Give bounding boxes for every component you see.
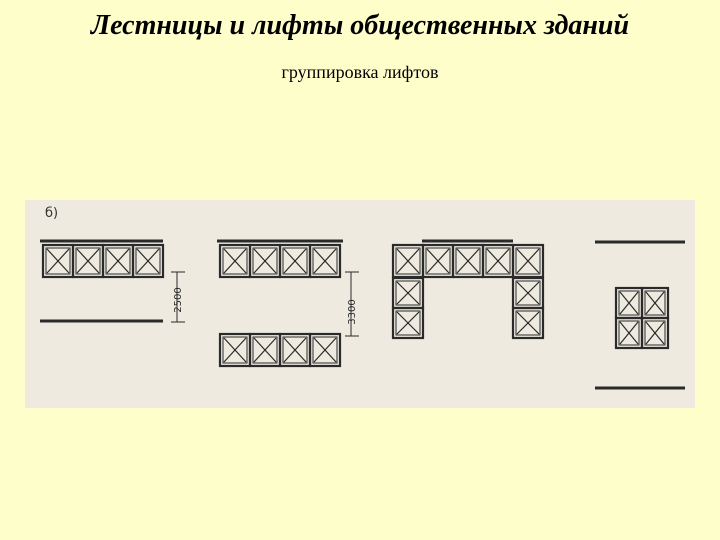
elevator-grouping-figure: б) 2500 3300 bbox=[25, 200, 695, 408]
shaft-cross bbox=[313, 248, 337, 274]
shaft-cross bbox=[516, 281, 540, 305]
elevator-cab bbox=[252, 336, 278, 364]
shaft-cross bbox=[516, 248, 540, 274]
elevator-cab bbox=[644, 290, 666, 316]
shaft-cross bbox=[313, 337, 337, 363]
elevator-cab bbox=[515, 280, 541, 306]
shaft-cross bbox=[223, 248, 247, 274]
shaft-cross bbox=[645, 291, 665, 315]
elevator-cab bbox=[395, 247, 421, 275]
slide-title: Лестницы и лифты общественных зданий bbox=[90, 10, 630, 41]
elevator-cab bbox=[282, 336, 308, 364]
elevator-cab bbox=[105, 247, 131, 275]
elevator-shaft bbox=[308, 332, 342, 368]
shaft-cross bbox=[426, 248, 450, 274]
elevator-shaft bbox=[308, 243, 342, 279]
shaft-cross bbox=[619, 321, 639, 345]
elevator-cab bbox=[425, 247, 451, 275]
shaft-cross bbox=[486, 248, 510, 274]
shaft-cross bbox=[76, 248, 100, 274]
elevator-shaft bbox=[511, 306, 545, 340]
elevator-cab bbox=[222, 247, 248, 275]
shaft-cross bbox=[396, 281, 420, 305]
shaft-cross bbox=[396, 248, 420, 274]
dimension-3300: 3300 bbox=[347, 299, 358, 324]
elevator-cab bbox=[252, 247, 278, 275]
shaft-cross bbox=[106, 248, 130, 274]
elevator-cab bbox=[222, 336, 248, 364]
shaft-cross bbox=[516, 311, 540, 335]
elevator-cab bbox=[135, 247, 161, 275]
elevator-cab bbox=[618, 320, 640, 346]
figure-label: б) bbox=[45, 206, 59, 221]
elevator-cab bbox=[312, 336, 338, 364]
elevator-cab bbox=[618, 290, 640, 316]
shaft-cross bbox=[136, 248, 160, 274]
shaft-cross bbox=[253, 337, 277, 363]
elevator-cab bbox=[75, 247, 101, 275]
shaft-cross bbox=[456, 248, 480, 274]
slide-subtitle: группировка лифтов bbox=[281, 62, 439, 82]
shaft-cross bbox=[619, 291, 639, 315]
elevator-cab bbox=[45, 247, 71, 275]
elevator-cab bbox=[455, 247, 481, 275]
shaft-cross bbox=[645, 321, 665, 345]
elevator-shaft bbox=[640, 316, 670, 350]
elevator-cab bbox=[312, 247, 338, 275]
elevator-cab bbox=[515, 310, 541, 336]
elevator-cab bbox=[515, 247, 541, 275]
shaft-cross bbox=[283, 337, 307, 363]
shaft-cross bbox=[223, 337, 247, 363]
elevator-shaft bbox=[391, 306, 425, 340]
elevator-cab bbox=[485, 247, 511, 275]
elevator-plan-drawing: 2500 3300 bbox=[40, 239, 685, 390]
elevator-shaft bbox=[131, 243, 165, 279]
shaft-cross bbox=[46, 248, 70, 274]
dimension-2500: 2500 bbox=[173, 287, 184, 312]
shaft-cross bbox=[396, 311, 420, 335]
elevator-cab bbox=[644, 320, 666, 346]
elevator-cab bbox=[395, 280, 421, 306]
shaft-cross bbox=[283, 248, 307, 274]
shaft-cross bbox=[253, 248, 277, 274]
elevator-cab bbox=[395, 310, 421, 336]
elevator-cab bbox=[282, 247, 308, 275]
